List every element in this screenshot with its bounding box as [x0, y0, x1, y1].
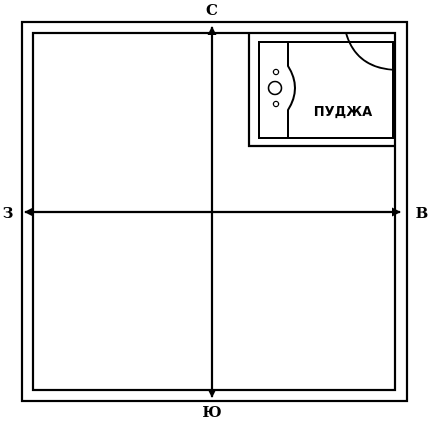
corner-room-outer-wall — [247, 33, 395, 148]
east-label: В — [416, 204, 429, 222]
corner-room: ПУДЖА — [247, 32, 396, 148]
corner-room-label: ПУДЖА — [314, 105, 372, 120]
west-label: З — [3, 204, 14, 222]
door-swing-arc — [345, 32, 396, 71]
counter-niche — [287, 42, 296, 138]
north-label: С — [206, 1, 218, 19]
outer-wall — [20, 20, 409, 403]
sink-icon — [267, 68, 283, 108]
south-label: Ю — [202, 403, 221, 421]
corner-room-inner-wall — [258, 41, 394, 139]
